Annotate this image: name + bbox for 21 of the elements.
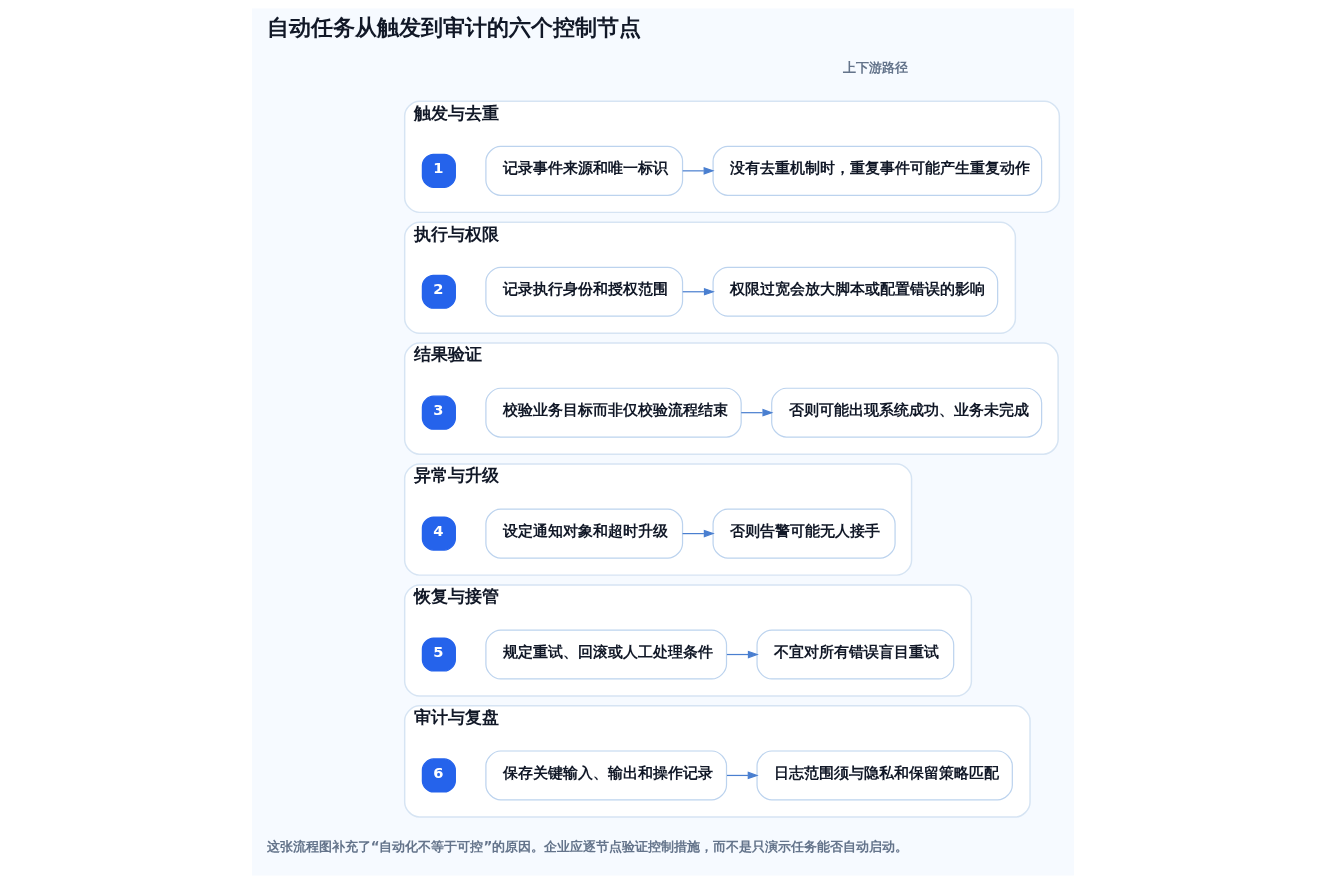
node-box: 保存关键输入、输出和操作记录 [484,750,727,801]
diagram-title: 自动任务从触发到审计的六个控制节点 [266,14,641,40]
arrow [681,167,715,175]
label: 上下游路径 [842,59,908,75]
arrow [740,408,773,417]
node-box: 没有去重机制时，重复事件可能产生重复动作 [711,145,1042,196]
node-box: 设定通知对象和超时升级 [484,508,683,559]
arrow [725,771,759,780]
node-box: 权限过宽会放大脚本或配置错误的影响 [711,266,998,317]
node-box: 校验业务目标而非仅校验流程结束 [484,387,742,438]
arrow [681,287,715,296]
node-box: 规定重试、回滚或人工处理条件 [484,629,727,680]
node-box: 否则可能出现系统成功、业务未完成 [770,387,1042,438]
node-box: 日志范围须与隐私和保留策略匹配 [755,750,1013,801]
arrow [681,529,715,538]
arrow [725,650,759,659]
node-box: 记录执行身份和授权范围 [484,266,683,317]
caption: 这张流程图补充了“自动化不等于可控”的原因。企业应逐节点验证控制措施，而不是只演示任务能否自动启动。 [266,838,908,854]
node-box: 否则告警可能无人接手 [711,508,896,559]
node-box: 不宜对所有错误盲目重试 [755,629,954,680]
node-box: 记录事件来源和唯一标识 [484,145,683,196]
